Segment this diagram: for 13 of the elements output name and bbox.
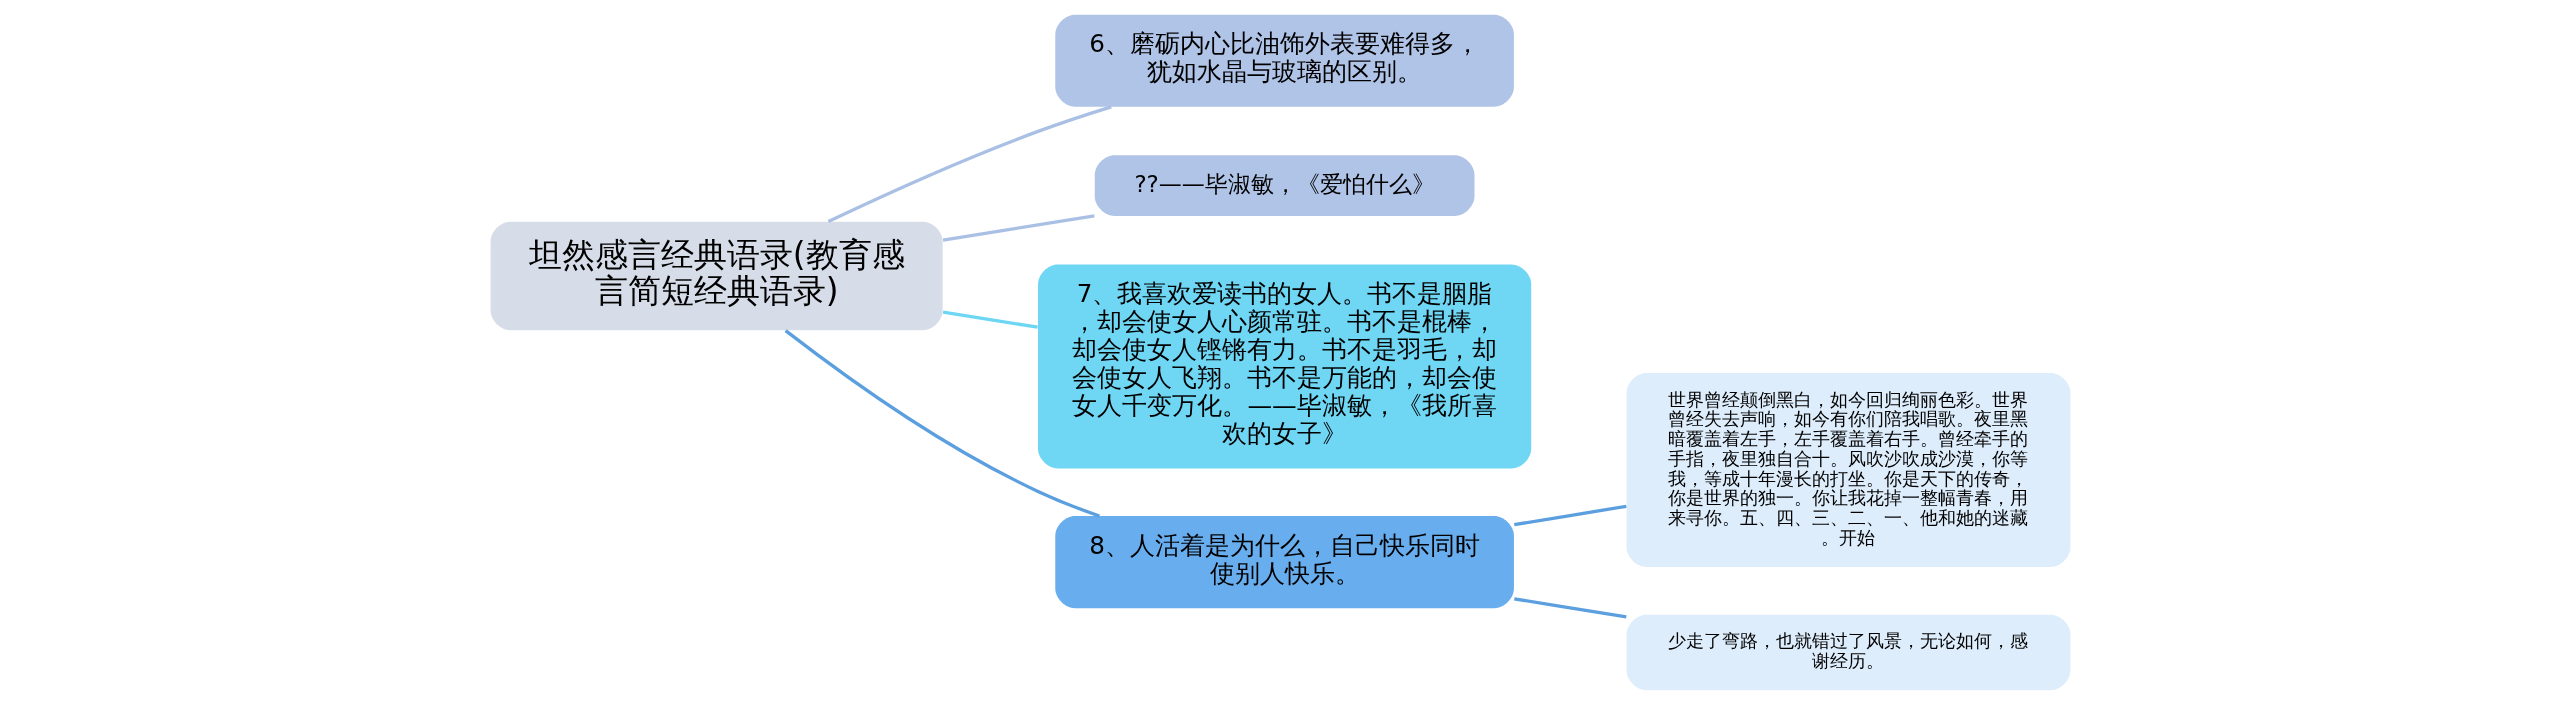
node-box: 世界曾经颠倒黑白，如今回归绚丽色彩。世界曾经失去声响，如今有你们陪我唱歌。夜里黑暗覆盖着左手，左手覆盖着右手。曾经牵手的手指，夜里独自合十。风吹沙吹成沙漠，你等我，等成十年漫长的打坐。你是天下的传奇，你是世界的独一。你让我花掉一整幅青春，用来寻你。五、四、三、二、一、他和她的迷藏。开始: [1626, 373, 2070, 568]
node-box: 6、磨砺内心比油饰外表要难得多，犹如水晶与玻璃的区别。: [1054, 14, 1514, 107]
node-box: 少走了弯路，也就错过了风景，无论如何，感谢经历。: [1626, 614, 2070, 691]
node-box: ??——毕淑敏，《爱怕什么》: [1094, 155, 1474, 217]
connector: [942, 310, 1038, 329]
connector: [942, 214, 1095, 242]
node-box: 坦然感言经典语录(教育感言简短经典语录): [490, 221, 943, 331]
connector: [827, 105, 1112, 223]
connector: [1513, 597, 1627, 619]
node-box: 8、人活着是为什么，自己快乐同时使别人快乐。: [1054, 516, 1514, 609]
node-box: 7、我喜欢爱读书的女人。书不是胭脂，却会使女人心颜常驻。书不是棍棒，却会使女人铿锵有力。书不是羽毛，却会使女人飞翔。书不是万能的，却会使女人千变万化。——毕淑敏，《我所喜欢的女子》: [1037, 264, 1531, 469]
connector: [1513, 504, 1627, 527]
connector: [784, 329, 1100, 518]
